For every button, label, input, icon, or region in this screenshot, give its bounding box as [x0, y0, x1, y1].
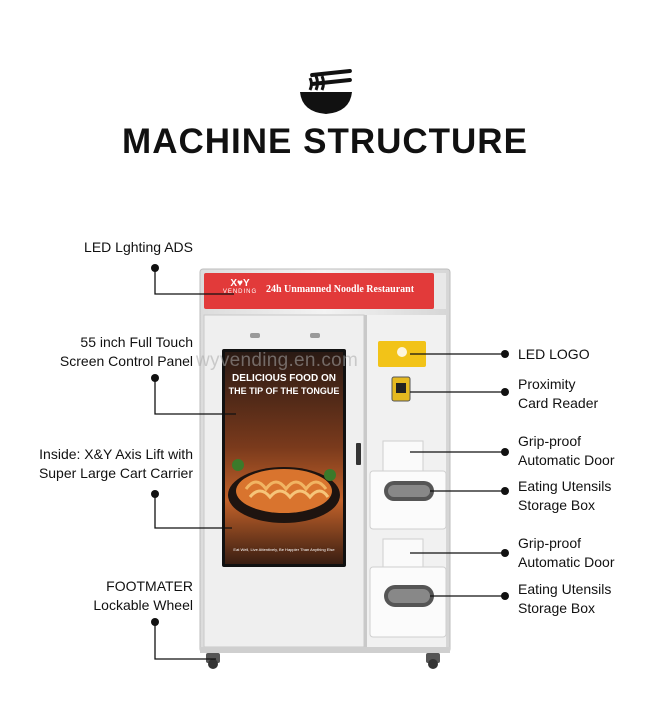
- leader-dot: [501, 549, 509, 557]
- label-card-reader: Proximity Card Reader: [518, 375, 598, 413]
- banner-brand-sub: VENDING: [222, 289, 258, 295]
- vending-machine-illustration: [199, 268, 451, 669]
- label-line: Grip-proof: [518, 535, 582, 551]
- label-line: LED Lghting ADS: [84, 239, 193, 255]
- label-utensil-box-2: Eating Utensils Storage Box: [518, 580, 611, 618]
- label-line: Lockable Wheel: [93, 597, 193, 613]
- label-led-logo: LED LOGO: [518, 345, 590, 364]
- label-line: LED LOGO: [518, 346, 590, 362]
- label-automatic-door-1: Grip-proof Automatic Door: [518, 432, 614, 470]
- label-line: 55 inch Full Touch: [80, 334, 193, 350]
- label-line: Proximity: [518, 376, 576, 392]
- banner-brand: X♥Y VENDING: [214, 278, 266, 296]
- label-line: Eating Utensils: [518, 581, 612, 597]
- label-line: Automatic Door: [518, 554, 615, 570]
- leader-dot: [501, 350, 509, 358]
- screen-footer-text: Eat Well, Live Attentively, Be Happier T…: [233, 547, 335, 552]
- leader-left-2: [154, 378, 236, 415]
- banner-text: 24h Unmanned Noodle Restaurant: [266, 284, 415, 295]
- label-line: Eating Utensils: [518, 478, 612, 494]
- banner-brand-main: X♥Y: [230, 278, 250, 289]
- screen-headline-1: DELICIOUS FOOD ON: [232, 373, 336, 384]
- label-led-lighting-ads: LED Lghting ADS: [84, 238, 193, 257]
- label-lockable-wheel: FOOTMATER Lockable Wheel: [93, 577, 193, 615]
- label-automatic-door-2: Grip-proof Automatic Door: [518, 534, 614, 572]
- label-line: Card Reader: [518, 395, 599, 411]
- label-line: Storage Box: [518, 600, 596, 616]
- page-title: MACHINE STRUCTURE: [122, 122, 528, 161]
- leader-dot: [151, 264, 159, 272]
- led-banner: [204, 273, 434, 309]
- leader-left-4: [154, 622, 216, 660]
- label-line: Storage Box: [518, 497, 596, 513]
- leader-dot: [151, 490, 159, 498]
- screen-headline-2: THE TIP OF THE TONGUE: [228, 386, 340, 396]
- label-line: Automatic Door: [518, 452, 615, 468]
- label-line: Super Large Cart Carrier: [38, 465, 193, 481]
- label-line: FOOTMATER: [106, 578, 193, 594]
- leader-left-1: [154, 268, 234, 295]
- leader-dot: [501, 448, 509, 456]
- label-utensil-box-1: Eating Utensils Storage Box: [518, 477, 611, 515]
- leader-dot: [501, 487, 509, 495]
- leader-dot: [151, 374, 159, 382]
- label-axis-lift: Inside: X&Y Axis Lift with Super Large C…: [39, 445, 193, 483]
- label-line: Inside: X&Y Axis Lift with: [39, 446, 193, 462]
- label-touch-screen: 55 inch Full Touch Screen Control Panel: [60, 333, 193, 371]
- noodle-bowl-icon: [300, 69, 352, 114]
- automatic-door-1: [382, 440, 424, 472]
- leader-dot: [501, 388, 509, 396]
- label-line: Grip-proof: [518, 433, 582, 449]
- leader-dot: [151, 618, 159, 626]
- label-line: Screen Control Panel: [59, 353, 193, 369]
- leader-dot: [501, 592, 509, 600]
- watermark: wyvending.en.com: [196, 350, 359, 371]
- leader-left-3: [154, 494, 232, 529]
